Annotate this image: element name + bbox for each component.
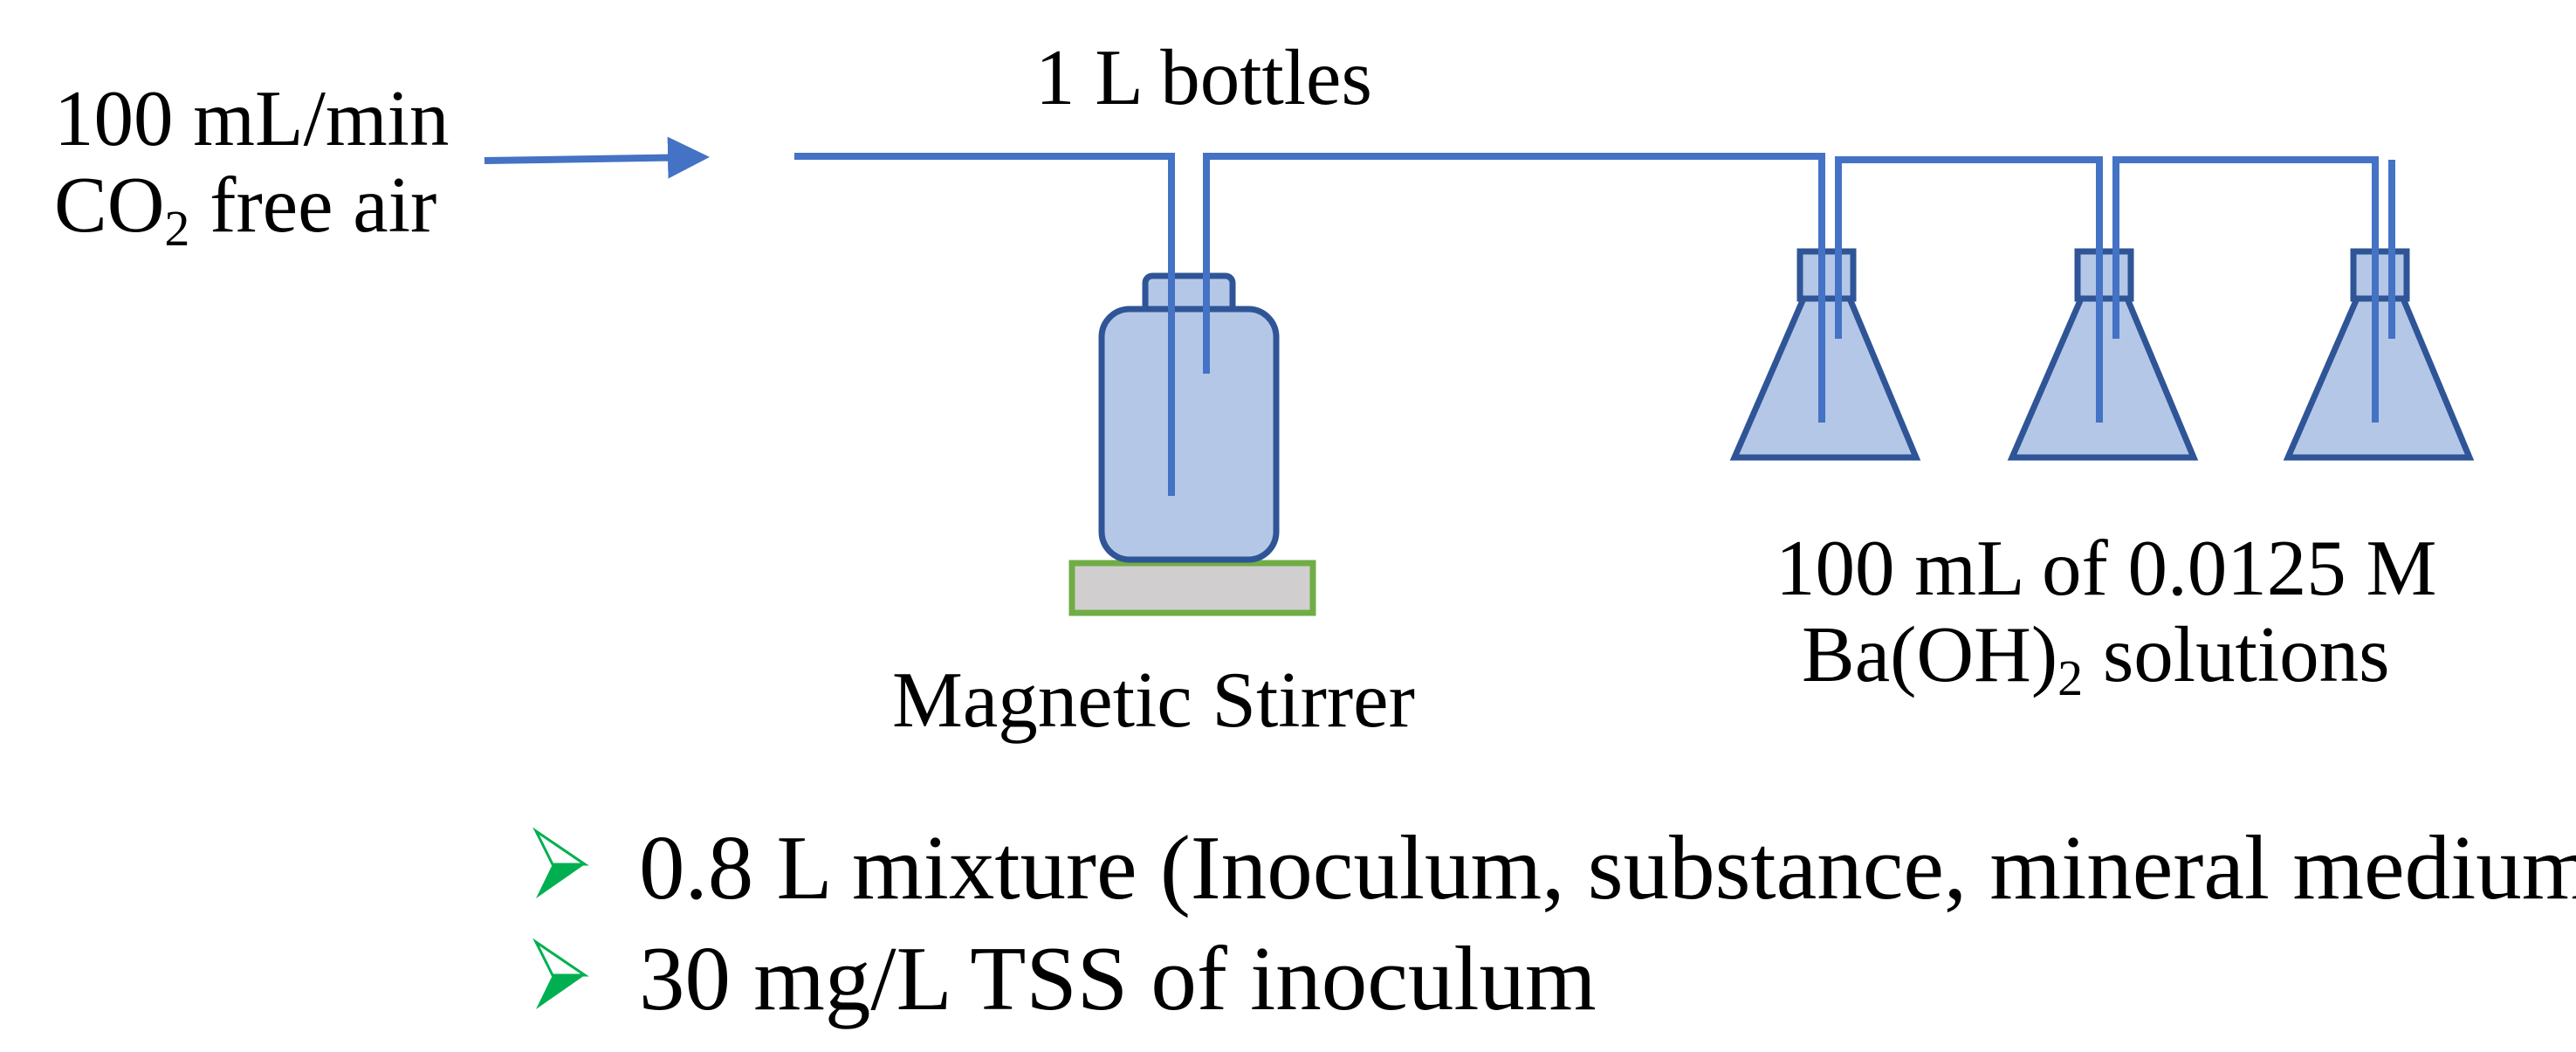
flow-rate-label: 100 mL/min xyxy=(54,74,449,162)
bottles-label: 1 L bottles xyxy=(1035,33,1372,121)
air-label: CO2 free air xyxy=(54,161,436,257)
bottle-to-flask1-tube xyxy=(1203,153,1825,423)
green-arrow-bullet-icon xyxy=(532,827,589,866)
green-arrow-bullet-icon-fill xyxy=(536,864,585,898)
green-arrow-bullet-icon-fill xyxy=(536,975,585,1009)
air-flow-arrow xyxy=(484,136,710,179)
bullet-text: 0.8 L mixture (Inoculum, substance, mine… xyxy=(639,816,2576,918)
green-arrow-bullet-icon xyxy=(532,938,589,977)
flask1-to-flask2-tube xyxy=(1835,156,2103,423)
solution-label-line1: 100 mL of 0.0125 M xyxy=(1776,524,2436,612)
reaction-bottle xyxy=(1098,306,1280,563)
magnetic-stirrer xyxy=(1068,560,1316,616)
bullet-text: 30 mg/L TSS of inoculum xyxy=(639,927,1597,1029)
inlet-tube xyxy=(794,153,1175,496)
solution-label-line2: Ba(OH)2 solutions xyxy=(1802,610,2390,706)
stirrer-label: Magnetic Stirrer xyxy=(892,656,1415,744)
bullet-item: 0.8 L mixture (Inoculum, substance, mine… xyxy=(532,816,2576,918)
flask2-to-flask3-tube xyxy=(2112,156,2379,423)
bullet-item: 30 mg/L TSS of inoculum xyxy=(532,927,1597,1029)
